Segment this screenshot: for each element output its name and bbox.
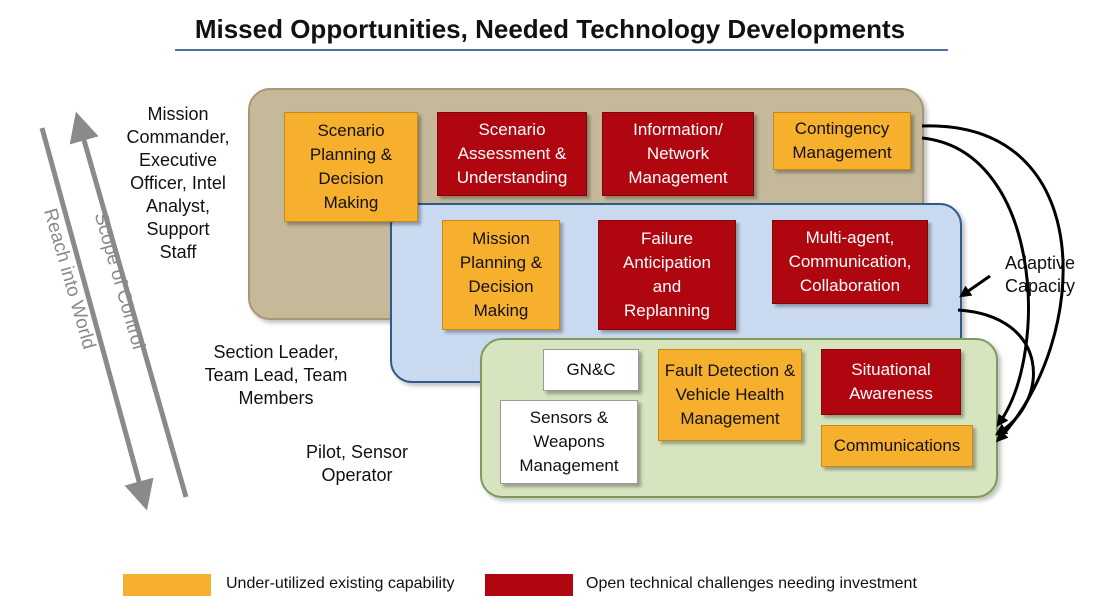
legend-orange-swatch bbox=[123, 574, 211, 596]
scenario-planning-box: Scenario Planning & Decision Making bbox=[284, 112, 418, 222]
diagram-title: Missed Opportunities, Needed Technology … bbox=[194, 14, 906, 44]
scenario-assessment-label: Scenario Assessment & Understanding bbox=[456, 120, 568, 187]
information-network-label: Information/ Network Management bbox=[628, 120, 728, 187]
gnc-box: GN&C bbox=[543, 349, 639, 391]
legend-red-label: Open technical challenges needing invest… bbox=[586, 575, 917, 592]
legend-orange-label: Under-utilized existing capability bbox=[226, 575, 455, 592]
sensors-weapons-label: Sensors & Weapons Management bbox=[519, 408, 619, 475]
situational-awareness-label: Situational Awareness bbox=[849, 360, 933, 403]
multi-agent-box: Multi-agent, Communication, Collaboratio… bbox=[772, 220, 928, 304]
scenario-planning-label: Scenario Planning & Decision Making bbox=[309, 121, 393, 212]
information-network-box: Information/ Network Management bbox=[602, 112, 754, 196]
communications-label: Communications bbox=[833, 436, 961, 455]
situational-awareness-box: Situational Awareness bbox=[821, 349, 961, 415]
fault-detection-box: Fault Detection & Vehicle Health Managem… bbox=[658, 349, 802, 441]
top-tier-roles-label: Mission Commander, Executive Officer, In… bbox=[126, 104, 230, 262]
communications-box: Communications bbox=[821, 425, 973, 467]
adaptive-capacity-pointer bbox=[959, 274, 991, 298]
scope-of-control-arrow bbox=[69, 111, 189, 498]
adaptive-capacity-curve-mid bbox=[957, 308, 1035, 436]
adaptive-capacity-label: Adaptive Capacity bbox=[1004, 253, 1076, 296]
bottom-tier-roles-label: Pilot, Sensor Operator bbox=[305, 442, 409, 485]
adaptive-capacity-curve-inner bbox=[921, 136, 1030, 427]
fault-detection-label: Fault Detection & Vehicle Health Managem… bbox=[664, 361, 796, 428]
title-underline bbox=[175, 49, 948, 51]
mission-planning-box: Mission Planning & Decision Making bbox=[442, 220, 560, 330]
failure-anticipation-box: Failure Anticipation and Replanning bbox=[598, 220, 736, 330]
multi-agent-label: Multi-agent, Communication, Collaboratio… bbox=[788, 228, 912, 295]
scenario-assessment-box: Scenario Assessment & Understanding bbox=[437, 112, 587, 196]
middle-tier-roles-label: Section Leader, Team Lead, Team Members bbox=[204, 342, 348, 408]
contingency-management-box: Contingency Management bbox=[773, 112, 911, 170]
mission-planning-label: Mission Planning & Decision Making bbox=[459, 229, 543, 320]
legend-red-swatch bbox=[485, 574, 573, 596]
reach-into-world-arrow bbox=[39, 127, 154, 511]
gnc-label: GN&C bbox=[566, 360, 616, 379]
sensors-weapons-box: Sensors & Weapons Management bbox=[500, 400, 638, 484]
contingency-management-label: Contingency Management bbox=[792, 119, 892, 162]
failure-anticipation-label: Failure Anticipation and Replanning bbox=[623, 229, 711, 320]
adaptive-capacity-curve-outer bbox=[921, 124, 1065, 443]
